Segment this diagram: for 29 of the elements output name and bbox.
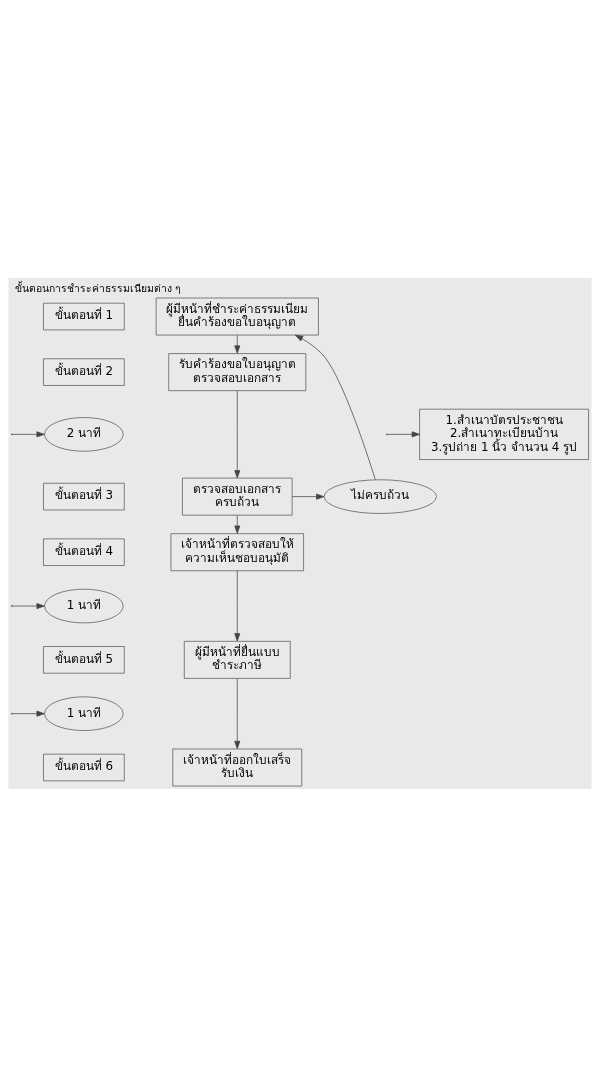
arrow — [12, 710, 45, 717]
node-box: ขั้นตอนที่ 4 — [43, 538, 125, 566]
arrow — [234, 678, 241, 750]
node-box: 1.สำเนาบัตรประชาชน 2.สำเนาทะเบียนบ้าน 3.รูปถ่าย 1 นิ้ว จำนวน 4 รูป — [419, 408, 589, 460]
node-box: เจ้าหน้าที่ตรวจสอบให้ ความเห็นชอบอนุมัติ — [170, 533, 304, 572]
arrow — [234, 390, 241, 479]
arrow — [295, 334, 376, 481]
node-box: รับคำร้องขอใบอนุญาต ตรวจสอบเอกสาร — [168, 353, 307, 391]
node-box: เจ้าหน้าที่ออกใบเสร็จ รับเงิน — [172, 748, 303, 787]
node-ellipse: 1 นาที — [44, 696, 124, 731]
arrow — [387, 431, 420, 438]
node-ellipse: ไม่ครบถ้วน — [323, 479, 437, 514]
node-box: ผู้มีหน้าที่ชำระค่าธรรมเนียม ยื่นคำร้องขอใบอนุญาต — [155, 297, 319, 336]
node-box: ตรวจสอบเอกสาร ครบถ้วน — [182, 477, 293, 516]
arrow — [12, 603, 45, 609]
node-box: ขั้นตอนที่ 5 — [43, 646, 125, 674]
node-box: ผู้มีหน้าที่ยื่นแบบ ชำระภาษี — [183, 640, 291, 679]
arrow — [12, 431, 45, 438]
node-box: ขั้นตอนที่ 6 — [43, 753, 125, 782]
node-ellipse: 2 นาที — [44, 417, 124, 452]
arrow — [234, 515, 241, 534]
arrow — [234, 334, 241, 354]
node-box: ขั้นตอนที่ 2 — [43, 358, 125, 386]
diagram-title: ขั้นตอนการชำระค่าธรรมเนียมต่าง ๆ — [15, 282, 182, 295]
arrow — [234, 570, 241, 642]
node-ellipse: 1 นาที — [44, 588, 124, 624]
node-box: ขั้นตอนที่ 1 — [43, 302, 125, 331]
node-box: ขั้นตอนที่ 3 — [43, 482, 125, 511]
arrow — [291, 493, 325, 500]
